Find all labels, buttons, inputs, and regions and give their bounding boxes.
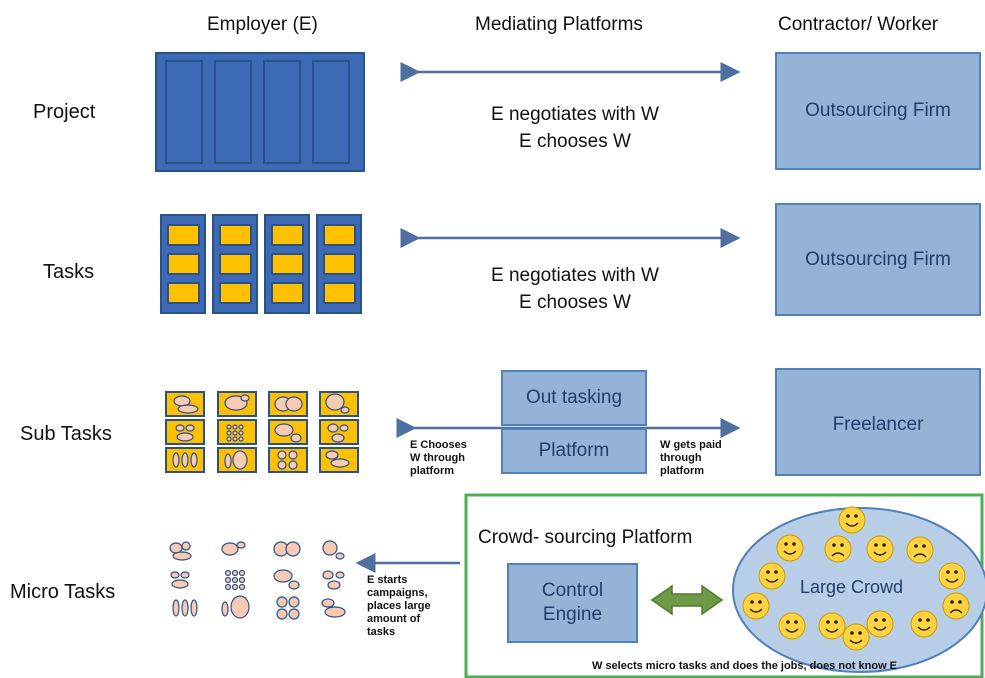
note-line: platform [410, 465, 454, 477]
smiley-icon [758, 562, 786, 590]
microtasks-left-note: E starts campaigns, places large amount … [367, 574, 431, 639]
project-column [165, 60, 203, 164]
tasks-column [160, 214, 206, 314]
project-description: E negotiates with W E chooses W [455, 101, 695, 155]
note-line: tasks [367, 626, 396, 638]
crowdsourcing-platform-label: Crowd- sourcing Platform [478, 527, 693, 548]
smiley-icon [866, 610, 894, 638]
header-mediating-platforms: Mediating Platforms [475, 14, 643, 35]
note-line: campaigns, [367, 587, 428, 599]
header-employer: Employer (E) [207, 14, 318, 35]
project-column [263, 60, 301, 164]
tasks-column [212, 214, 258, 314]
subtasks-grid [165, 391, 359, 473]
note-line: platform [660, 465, 704, 477]
smiley-icon [938, 562, 966, 590]
smiley-icon [818, 612, 846, 640]
note-line: W gets paid [660, 439, 722, 451]
row-label-project: Project [33, 101, 96, 123]
smiley-icon [838, 506, 866, 534]
smiley-icon [778, 612, 806, 640]
row-label-tasks: Tasks [43, 261, 95, 283]
tasks-desc-line2: E chooses W [519, 292, 631, 313]
sad-face-icon [906, 536, 934, 564]
sad-face-icon [942, 592, 970, 620]
control-engine-box: Control Engine [507, 563, 638, 643]
smiley-icon [742, 592, 770, 620]
freelancer-box: Freelancer [775, 368, 981, 476]
note-line: E starts [367, 574, 408, 586]
outtasking-box: Out tasking [501, 370, 647, 426]
subtasks-right-note: W gets paid through platform [660, 439, 722, 478]
microtasks-shapes [169, 540, 346, 620]
note-line: through [660, 452, 702, 464]
tasks-description: E negotiates with W E chooses W [455, 262, 695, 316]
smiley-icon [866, 535, 894, 563]
smiley-icon [910, 610, 938, 638]
note-line: E Chooses [410, 439, 467, 451]
freelancer-label: Freelancer [832, 414, 924, 435]
subtasks-left-note: E Chooses W through platform [410, 439, 467, 478]
note-line: W through [410, 452, 465, 464]
project-desc-line1: E negotiates with W [491, 104, 659, 125]
large-crowd-label: Large Crowd [800, 577, 904, 597]
note-line: places large [367, 600, 431, 612]
project-panel [155, 52, 365, 172]
tasks-desc-line1: E negotiates with W [491, 265, 659, 286]
project-desc-line2: E chooses W [519, 131, 631, 152]
control-engine-line2: Engine [542, 604, 603, 625]
project-column [214, 60, 252, 164]
project-column [312, 60, 350, 164]
tasks-grid [160, 214, 365, 314]
tasks-outsourcing-firm: Outsourcing Firm [775, 203, 981, 316]
row-label-subtasks: Sub Tasks [20, 423, 112, 445]
header-contractor-worker: Contractor/ Worker [778, 14, 939, 35]
smiley-icon [776, 534, 804, 562]
control-engine-line1: Control [541, 580, 604, 601]
tasks-column [264, 214, 310, 314]
row-label-microtasks: Micro Tasks [10, 581, 116, 603]
tasks-column [316, 214, 362, 314]
microtasks-footer: W selects micro tasks and does the jobs,… [592, 660, 898, 672]
platform-box: Platform [501, 428, 647, 474]
smiley-icon [842, 623, 870, 651]
sad-face-icon [824, 535, 852, 563]
project-outsourcing-firm: Outsourcing Firm [775, 52, 981, 170]
engine-crowd-double-arrow [650, 584, 724, 616]
note-line: amount of [367, 613, 421, 625]
